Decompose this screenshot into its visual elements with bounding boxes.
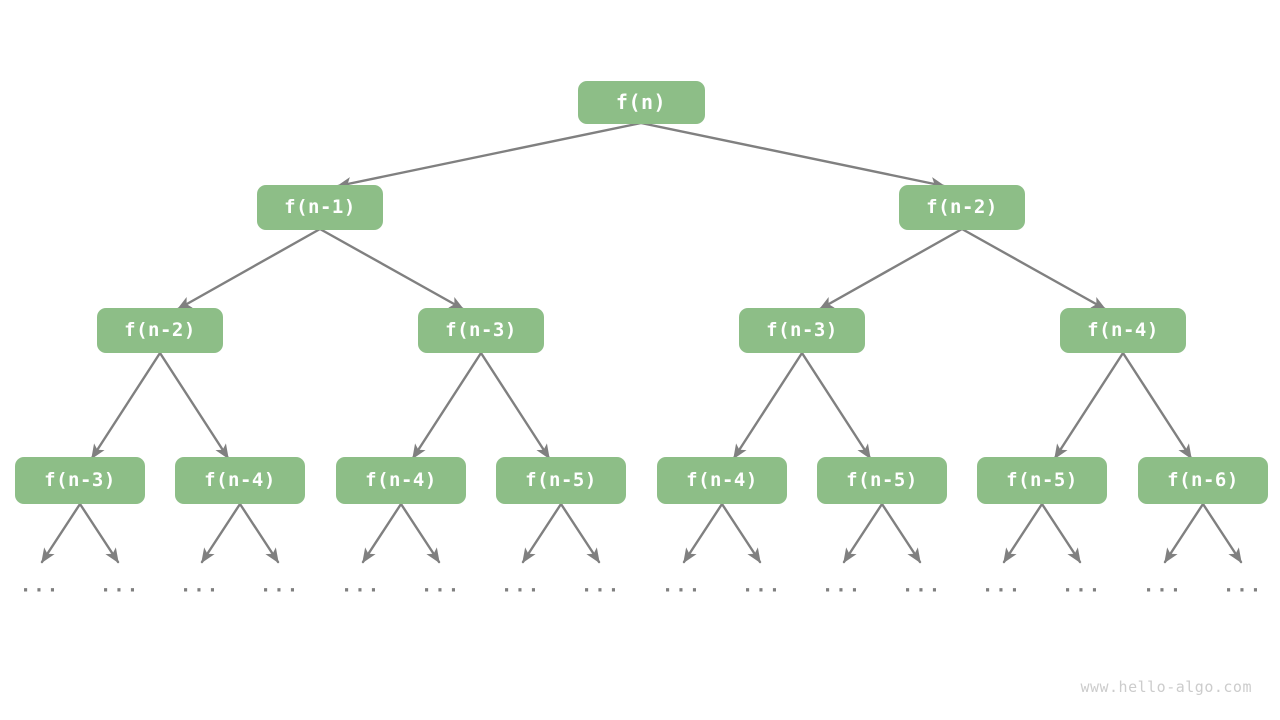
- tree-node[interactable]: f(n-4): [175, 456, 305, 504]
- tree-node-label: f(n-4): [686, 468, 758, 491]
- ellipsis-marker: ...: [821, 574, 863, 597]
- tree-node[interactable]: f(n-3): [739, 307, 865, 353]
- tree-node[interactable]: f(n-5): [817, 456, 947, 504]
- ellipsis-marker: ...: [500, 574, 542, 597]
- tree-edge: [158, 351, 230, 460]
- tree-node-label: f(n-6): [1167, 468, 1239, 491]
- tree-edge: [200, 502, 242, 564]
- tree-node[interactable]: f(n-4): [657, 456, 787, 504]
- ellipsis-marker: ...: [420, 574, 462, 597]
- tree-node-label: f(n-5): [525, 468, 597, 491]
- ellipsis-marker: ...: [1222, 574, 1264, 597]
- tree-edge: [559, 502, 601, 564]
- tree-edge: [1053, 351, 1125, 460]
- tree-edge: [1040, 502, 1082, 564]
- ellipsis-marker: ...: [340, 574, 382, 597]
- tree-edge: [1121, 351, 1193, 460]
- tree-node[interactable]: f(n): [577, 80, 705, 124]
- tree-edge: [639, 121, 946, 190]
- ellipsis-marker: ...: [1061, 574, 1103, 597]
- tree-edge: [682, 502, 724, 564]
- tree-node-label: f(n-3): [766, 318, 838, 341]
- ellipsis-marker: ...: [99, 574, 141, 597]
- tree-edge: [361, 502, 403, 564]
- tree-edge: [318, 227, 465, 311]
- tree-edge: [1201, 502, 1243, 564]
- tree-edge: [399, 502, 441, 564]
- tree-edge: [818, 227, 964, 311]
- tree-node-label: f(n-2): [124, 318, 196, 341]
- tree-edge: [1163, 502, 1205, 564]
- tree-edge: [479, 351, 551, 460]
- ellipsis-marker: ...: [19, 574, 61, 597]
- tree-edge: [842, 502, 884, 564]
- tree-node[interactable]: f(n-4): [1060, 307, 1186, 353]
- tree-edge: [800, 351, 872, 460]
- tree-edge: [238, 502, 280, 564]
- tree-edge: [880, 502, 922, 564]
- tree-edge: [411, 351, 483, 460]
- tree-node-label: f(n-4): [204, 468, 276, 491]
- tree-node-label: f(n-2): [926, 195, 998, 218]
- tree-edge: [40, 502, 82, 564]
- tree-node[interactable]: f(n-1): [257, 184, 383, 230]
- tree-node-label: f(n-3): [44, 468, 116, 491]
- tree-node-label: f(n-5): [1006, 468, 1078, 491]
- tree-node[interactable]: f(n-3): [418, 307, 544, 353]
- ellipsis-marker: ...: [661, 574, 703, 597]
- tree-node[interactable]: f(n-2): [899, 184, 1025, 230]
- tree-edge: [521, 502, 563, 564]
- tree-node-label: f(n-4): [1087, 318, 1159, 341]
- tree-node-label: f(n-4): [365, 468, 437, 491]
- ellipsis-marker: ...: [741, 574, 783, 597]
- edge-layer: [40, 121, 1243, 564]
- ellipsis-marker: ...: [901, 574, 943, 597]
- tree-node-label: f(n): [615, 90, 667, 114]
- watermark: www.hello-algo.com: [1080, 678, 1252, 696]
- tree-edge: [1002, 502, 1044, 564]
- tree-node-label: f(n-3): [445, 318, 517, 341]
- ellipsis-marker: ...: [580, 574, 622, 597]
- ellipsis-marker: ...: [1142, 574, 1184, 597]
- tree-edge: [78, 502, 120, 564]
- tree-node[interactable]: f(n-6): [1138, 456, 1268, 504]
- tree-edge: [720, 502, 762, 564]
- tree-node-label: f(n-5): [846, 468, 918, 491]
- tree-node[interactable]: f(n-3): [15, 456, 145, 504]
- tree-node-label: f(n-1): [284, 195, 356, 218]
- tree-edge: [176, 227, 322, 311]
- tree-edge: [960, 227, 1107, 311]
- tree-edge: [732, 351, 804, 460]
- ellipsis-marker: ...: [179, 574, 221, 597]
- tree-node[interactable]: f(n-4): [336, 456, 466, 504]
- tree-edge: [90, 351, 162, 460]
- ellipsis-marker: ...: [259, 574, 301, 597]
- tree-edge: [336, 121, 643, 190]
- ellipsis-marker: ...: [981, 574, 1023, 597]
- tree-node[interactable]: f(n-2): [97, 307, 223, 353]
- tree-node[interactable]: f(n-5): [977, 456, 1107, 504]
- tree-node[interactable]: f(n-5): [496, 456, 626, 504]
